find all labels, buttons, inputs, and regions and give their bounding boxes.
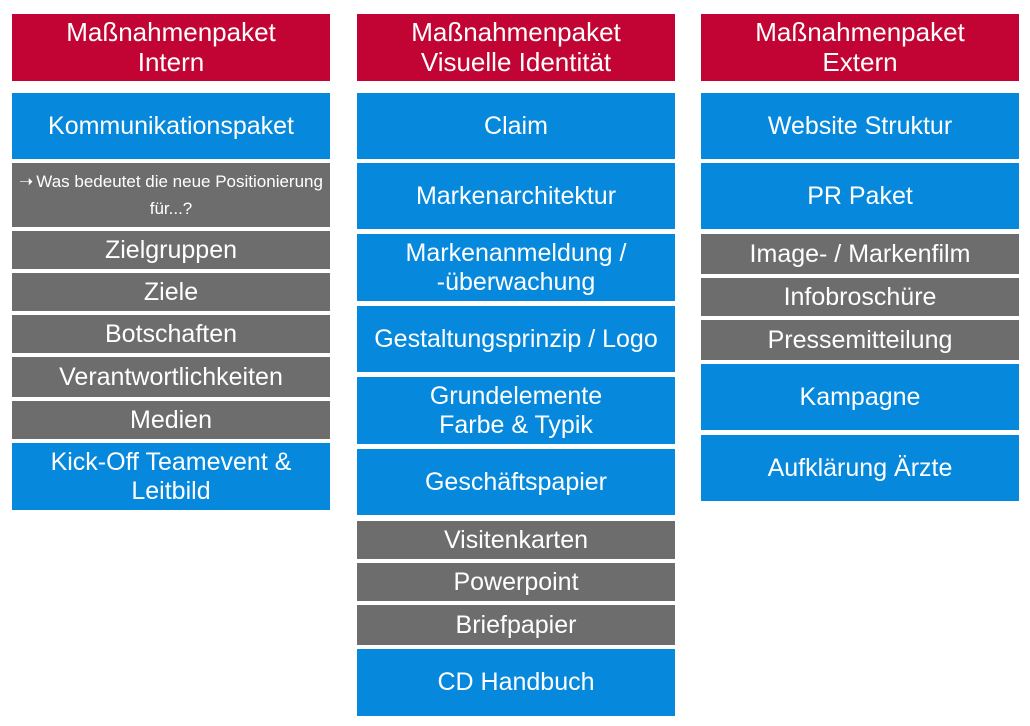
box-label: Kommunikationspaket xyxy=(48,111,294,140)
box-botschaften: Botschaften xyxy=(12,315,330,353)
box-claim: Claim xyxy=(357,93,675,159)
box-label: Image- / Markenfilm xyxy=(749,239,971,268)
header-line: Maßnahmenpaket xyxy=(755,16,965,47)
box-infobroschuere: Infobroschüre xyxy=(701,278,1019,316)
box-ziele: Ziele xyxy=(12,273,330,311)
box-aufklaerung-aerzte: Aufklärung Ärzte xyxy=(701,435,1019,501)
box-label: CD Handbuch xyxy=(437,668,595,697)
box-label: für...? xyxy=(149,199,193,218)
box-kick-off: Kick-Off Teamevent & Leitbild xyxy=(12,443,330,510)
box-positionierung: ➝Was bedeutet die neue Positionierung fü… xyxy=(12,163,330,227)
header-line: Extern xyxy=(822,46,898,77)
box-kampagne: Kampagne xyxy=(701,364,1019,430)
header-line: Maßnahmenpaket xyxy=(411,16,621,47)
column-extern: Maßnahmenpaket Extern Website Struktur P… xyxy=(701,0,1019,726)
box-label: Markenarchitektur xyxy=(415,181,617,210)
box-grundelemente: Grundelemente Farbe & Typik xyxy=(357,377,675,444)
header-line: Intern xyxy=(137,46,205,77)
box-verantwortlichkeiten: Verantwortlichkeiten xyxy=(12,357,330,397)
box-markenanmeldung: Markenanmeldung / -überwachung xyxy=(357,234,675,301)
box-label: Kick-Off Teamevent & xyxy=(50,447,292,476)
header-visuelle-identitaet: Maßnahmenpaket Visuelle Identität xyxy=(357,14,675,81)
box-label: Website Struktur xyxy=(767,111,953,140)
box-zielgruppen: Zielgruppen xyxy=(12,231,330,269)
box-label: Powerpoint xyxy=(453,567,579,596)
box-label: Medien xyxy=(130,405,212,434)
box-label: -überwachung xyxy=(436,267,596,296)
box-label: Pressemitteilung xyxy=(767,325,953,354)
box-label: ➝Was bedeutet die neue Positionierung xyxy=(19,168,323,195)
box-visitenkarten: Visitenkarten xyxy=(357,521,675,559)
box-image-markenfilm: Image- / Markenfilm xyxy=(701,234,1019,274)
box-label: Grundelemente xyxy=(429,381,603,410)
box-label: Leitbild xyxy=(131,476,211,505)
box-label: Verantwortlichkeiten xyxy=(59,362,283,391)
box-pr-paket: PR Paket xyxy=(701,163,1019,229)
box-gestaltungsprinzip: Gestaltungsprinzip / Logo xyxy=(357,306,675,372)
box-website-struktur: Website Struktur xyxy=(701,93,1019,159)
header-extern: Maßnahmenpaket Extern xyxy=(701,14,1019,81)
box-kommunikationspaket: Kommunikationspaket xyxy=(12,93,330,159)
box-label: Botschaften xyxy=(104,319,238,348)
box-markenarchitektur: Markenarchitektur xyxy=(357,163,675,229)
box-label: Visitenkarten xyxy=(443,525,589,554)
box-label: Zielgruppen xyxy=(104,235,238,264)
box-cd-handbuch: CD Handbuch xyxy=(357,649,675,716)
box-label: Briefpapier xyxy=(455,610,577,639)
box-label: Markenanmeldung / xyxy=(405,238,627,267)
header-line: Visuelle Identität xyxy=(420,46,612,77)
header-intern: Maßnahmenpaket Intern xyxy=(12,14,330,81)
box-label: Geschäftspapier xyxy=(424,467,608,496)
box-label: Gestaltungsprinzip / Logo xyxy=(374,324,658,353)
box-label: PR Paket xyxy=(807,181,913,210)
column-visuelle-identitaet: Maßnahmenpaket Visuelle Identität Claim … xyxy=(357,0,675,726)
box-label: Claim xyxy=(484,111,548,140)
arrow-right-icon: ➝ xyxy=(19,171,34,191)
box-briefpapier: Briefpapier xyxy=(357,605,675,645)
box-label: Farbe & Typik xyxy=(439,410,593,439)
header-line: Maßnahmenpaket xyxy=(66,16,276,47)
column-intern: Maßnahmenpaket Intern Kommunikationspake… xyxy=(12,0,330,726)
box-label: Kampagne xyxy=(799,382,921,411)
box-label: Infobroschüre xyxy=(783,282,937,311)
box-pressemitteilung: Pressemitteilung xyxy=(701,320,1019,360)
box-label: Ziele xyxy=(143,277,199,306)
box-medien: Medien xyxy=(12,401,330,439)
box-geschaeftspapier: Geschäftspapier xyxy=(357,449,675,515)
box-powerpoint: Powerpoint xyxy=(357,563,675,601)
box-label: Aufklärung Ärzte xyxy=(767,453,953,482)
